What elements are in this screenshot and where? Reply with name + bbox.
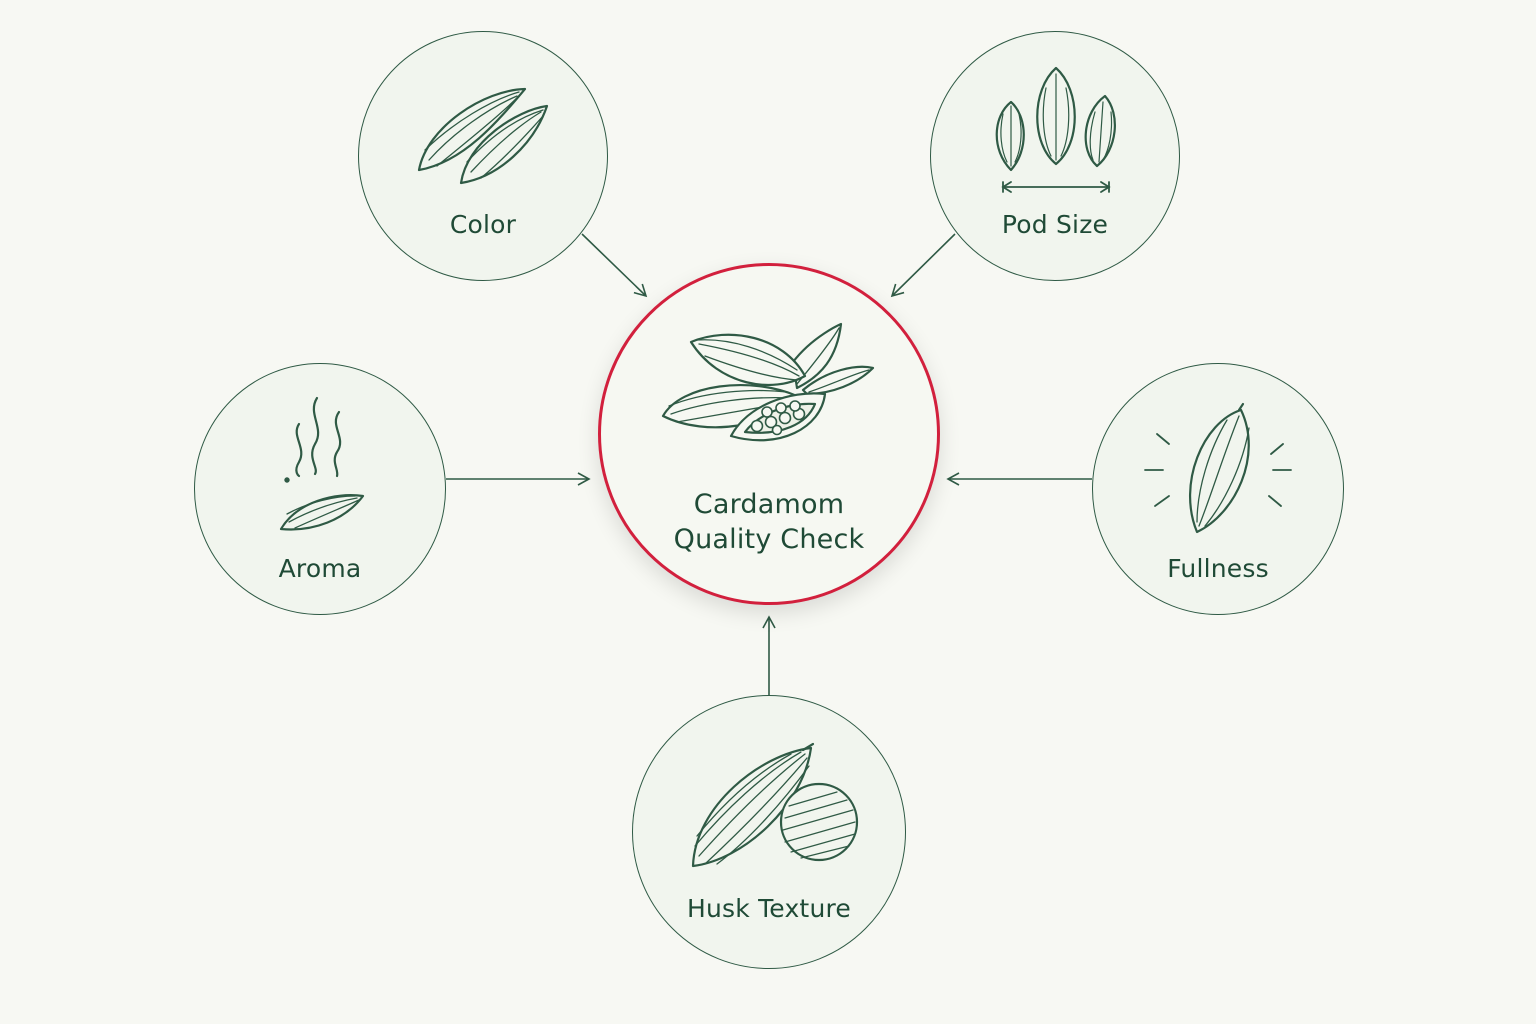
center-title-line2: Quality Check — [673, 524, 865, 555]
aroma-icon — [279, 396, 365, 531]
pod-size-icon — [995, 66, 1116, 193]
center-node: Cardamom Quality Check — [598, 263, 940, 605]
factor-aroma: Aroma — [194, 363, 446, 615]
center-title: Cardamom Quality Check — [601, 487, 937, 557]
factor-label: Color — [449, 210, 517, 239]
husk-texture-icon — [691, 742, 859, 868]
cardamom-pods-icon — [661, 322, 875, 442]
factor-husk-texture: Husk Texture — [632, 695, 906, 969]
factor-color: Color — [358, 31, 608, 281]
fullness-icon — [1144, 402, 1292, 534]
factor-pod-size: Pod Size — [930, 31, 1180, 281]
arrow-pod-size — [890, 233, 956, 298]
factor-label: Aroma — [278, 554, 362, 583]
center-title-line1: Cardamom — [693, 489, 845, 520]
factor-fullness: Fullness — [1092, 363, 1344, 615]
factor-label: Pod Size — [1001, 210, 1109, 239]
two-pods-icon — [417, 87, 549, 185]
factor-label: Husk Texture — [686, 894, 851, 923]
factor-label: Fullness — [1167, 554, 1269, 583]
arrow-color — [581, 233, 648, 298]
